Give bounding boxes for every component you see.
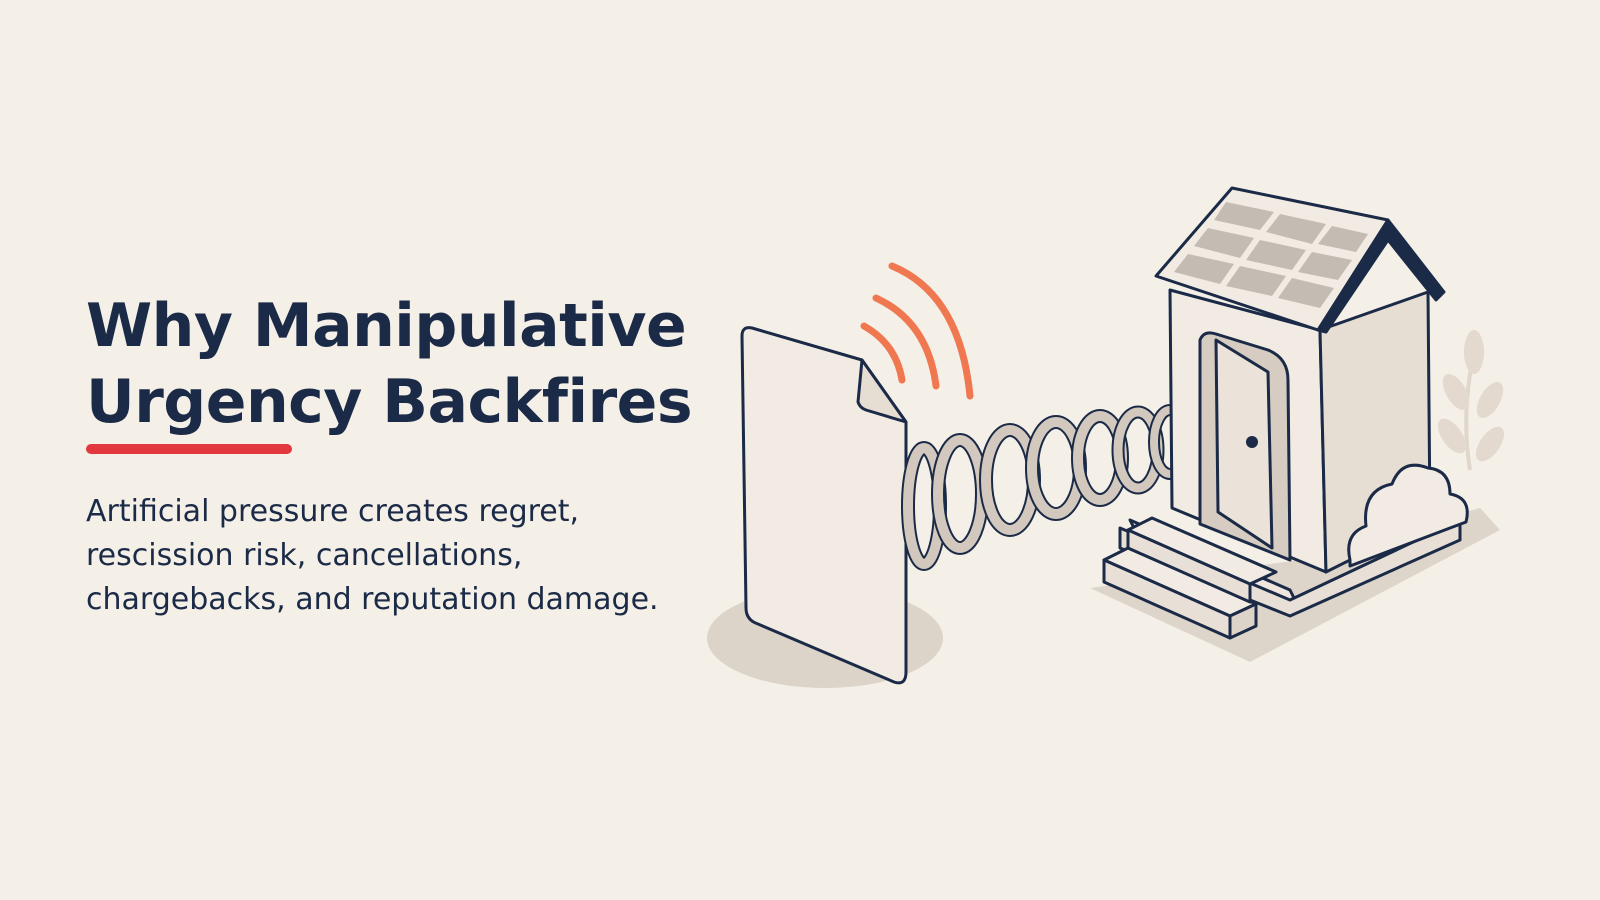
spring-coil-icon <box>901 404 1211 571</box>
headline-line-1: Why Manipulative <box>86 291 687 361</box>
illustration <box>707 186 1505 688</box>
leaf-plant-icon <box>1437 330 1505 471</box>
subtitle-line-1: Artificial pressure creates regret, <box>86 494 580 529</box>
subtitle: Artificial pressure creates regret, resc… <box>86 490 726 622</box>
headline: Why Manipulative Urgency Backfires <box>86 288 726 440</box>
bush-icon <box>1347 463 1469 568</box>
text-block: Why Manipulative Urgency Backfires Artif… <box>86 288 726 622</box>
headline-underline <box>86 444 292 454</box>
subtitle-line-3: chargebacks, and reputation damage. <box>86 582 659 617</box>
house-icon <box>1102 186 1462 640</box>
signal-waves-icon <box>860 262 974 400</box>
solar-panel-icon <box>1174 202 1368 308</box>
subtitle-line-2: rescission risk, cancellations, <box>86 538 523 573</box>
document-icon <box>740 326 908 685</box>
headline-line-2: Urgency Backfires <box>86 367 693 437</box>
door-knob <box>1246 436 1258 448</box>
door <box>1214 338 1274 550</box>
